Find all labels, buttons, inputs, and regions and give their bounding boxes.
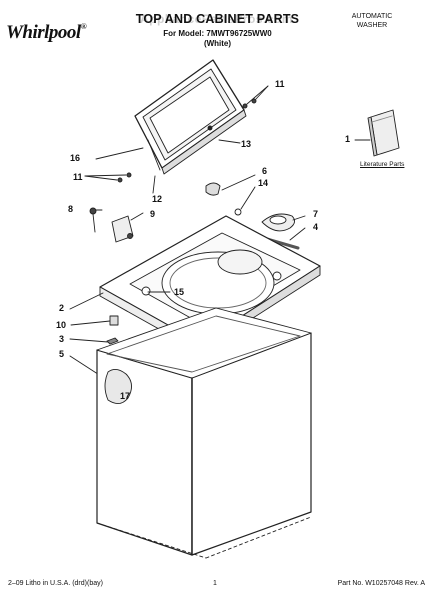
callout-4: 4 xyxy=(313,222,319,232)
model-variant: (White) xyxy=(203,39,232,48)
callout-14: 14 xyxy=(258,178,269,188)
lid-hinge-part xyxy=(205,174,256,216)
model-line: For Model: 7MWT96725WW0 xyxy=(163,29,272,38)
callout-16: 16 xyxy=(70,153,81,163)
washer-lid xyxy=(134,59,247,175)
watermark-text: AppliancePartsPros.com xyxy=(140,12,294,26)
callout-9: 9 xyxy=(150,209,156,219)
product-type: AUTOMATIC WASHER xyxy=(327,12,417,30)
lid-switch xyxy=(89,207,144,243)
product-type-line1: AUTOMATIC xyxy=(351,13,393,20)
callout-12: 12 xyxy=(152,194,163,204)
page-title: TOP AND CABINET PARTS xyxy=(135,12,300,26)
footer-page-number: 1 xyxy=(213,580,217,587)
brand-logo: Whirlpool® xyxy=(6,22,87,44)
footer-print-info: 2–09 Litho in U.S.A. (drd)(bay) xyxy=(8,580,103,587)
product-type-line2: WASHER xyxy=(356,22,388,29)
callout-7: 7 xyxy=(313,209,319,219)
literature-parts-label: Literature Parts xyxy=(360,161,405,168)
washer-cabinet xyxy=(96,307,312,559)
callout-3: 3 xyxy=(59,334,65,344)
callout-11-lower: 11 xyxy=(73,172,83,182)
callout-17: 17 xyxy=(120,391,131,401)
leader-lines-upper xyxy=(84,85,269,194)
literature-booklet xyxy=(367,109,400,157)
callout-5: 5 xyxy=(59,349,65,359)
brand-logo-text: Whirlpool xyxy=(6,22,81,43)
footer-part-number: Part No. W10257048 Rev. A xyxy=(337,580,425,587)
small-clips xyxy=(106,315,119,345)
callout-13: 13 xyxy=(241,139,252,149)
callout-2: 2 xyxy=(59,303,65,313)
callout-11-upper: 11 xyxy=(275,79,285,89)
callout-1: 1 xyxy=(345,134,351,144)
lid-hinge-screws xyxy=(117,98,257,183)
callout-15: 15 xyxy=(174,287,185,297)
top-panel xyxy=(99,215,321,353)
trademark-mark: ® xyxy=(80,22,87,31)
callout-6: 6 xyxy=(262,166,268,176)
callout-10: 10 xyxy=(56,320,67,330)
callout-8: 8 xyxy=(68,204,74,214)
